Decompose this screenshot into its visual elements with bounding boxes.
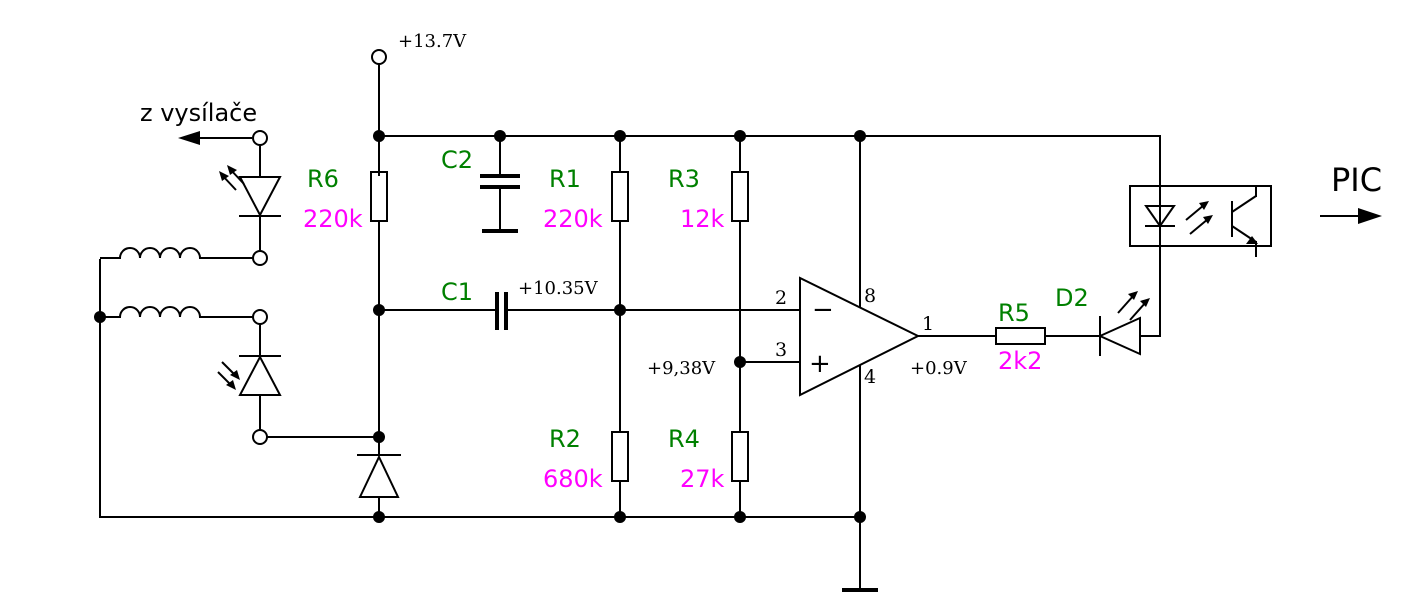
terminal-top — [252, 130, 268, 146]
capacitor-c2 — [480, 135, 520, 233]
arrow-left-icon — [178, 131, 252, 145]
terminal-upper-mid — [252, 250, 268, 266]
wire-top-rail — [378, 64, 1161, 187]
r2-value: 680k — [543, 465, 603, 493]
d2-name: D2 — [1055, 284, 1089, 312]
c2-name: C2 — [441, 146, 473, 174]
opamp — [799, 135, 997, 589]
r5-value: 2k2 — [998, 347, 1042, 375]
pin-1-label: 1 — [922, 313, 934, 335]
coil-icon — [100, 306, 253, 318]
resistor-r5 — [995, 327, 1046, 345]
r1-value: 220k — [543, 205, 603, 233]
coil-icon — [100, 247, 253, 259]
wire-bottom-rail — [99, 259, 861, 518]
capacitor-c1 — [495, 292, 508, 330]
optocoupler-icon — [1129, 185, 1272, 257]
opamp-plus-sign: + — [809, 349, 831, 379]
transmitter-label: z vysílače — [140, 99, 257, 127]
output-label: PIC — [1331, 161, 1382, 199]
arrow-right-icon — [1320, 208, 1382, 224]
resistor-r6 — [370, 171, 388, 222]
resistor-r3 — [731, 171, 749, 222]
terminal-lower-mid — [252, 309, 268, 325]
r6-name: R6 — [307, 165, 339, 193]
c1-node-voltage: +10.35V — [518, 278, 599, 299]
zener-icon — [357, 454, 401, 518]
r4-name: R4 — [668, 425, 700, 453]
resistor-r4 — [731, 431, 749, 482]
led-icon — [1097, 245, 1161, 356]
led-icon — [219, 144, 282, 252]
pin-3-label: 3 — [775, 339, 787, 361]
r6-value: 220k — [303, 205, 363, 233]
junction-dots — [94, 130, 866, 523]
pin-4-label: 4 — [864, 366, 876, 388]
r3-value: 12k — [680, 205, 725, 233]
pin-2-label: 2 — [775, 287, 787, 309]
pin-8-label: 8 — [864, 285, 876, 307]
r2-name: R2 — [549, 425, 581, 453]
opamp-minus-sign: − — [812, 295, 834, 325]
r3-name: R3 — [668, 165, 700, 193]
r5-name: R5 — [998, 299, 1030, 327]
resistor-r1 — [611, 171, 629, 222]
terminal-bottom — [252, 429, 268, 445]
plus-input-voltage: +9,38V — [647, 358, 716, 379]
c1-name: C1 — [441, 278, 473, 306]
r4-value: 27k — [680, 465, 725, 493]
photodiode-icon — [217, 323, 282, 431]
resistor-r2 — [611, 431, 629, 482]
supply-terminal — [371, 49, 387, 65]
r1-name: R1 — [549, 165, 581, 193]
output-voltage: +0.9V — [910, 358, 968, 379]
supply-voltage-label: +13.7V — [398, 31, 467, 52]
